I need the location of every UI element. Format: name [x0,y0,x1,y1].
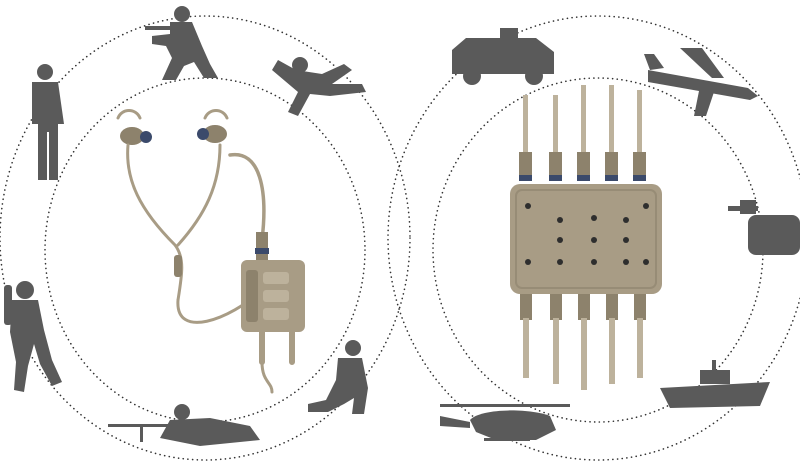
armored-vehicle-silhouette [452,28,554,85]
hub-bottom-ports [520,294,646,390]
left-outer-ring [0,15,411,461]
cargo-aircraft-silhouette [644,48,758,116]
headset-device [116,109,305,394]
hub-top-ports [519,85,646,181]
hub-body [510,184,662,294]
kneeling-soldier-silhouette [308,340,368,414]
prone-sniper-silhouette [108,404,260,446]
patrol-boat-silhouette [660,360,770,408]
left-earbud [120,127,144,145]
kneeling-rifleman-silhouette [145,6,218,80]
right-outer-ring [387,15,800,461]
right-earbud [203,125,227,143]
helicopter-silhouette [440,404,570,441]
hub-bolts [525,203,649,265]
standing-soldier-silhouette [32,64,64,180]
hub-device [510,85,662,390]
skydiver-silhouette [272,57,366,116]
scuba-diver-silhouette [4,281,62,392]
left-inner-ring [44,77,366,423]
tank-silhouette [728,200,800,255]
